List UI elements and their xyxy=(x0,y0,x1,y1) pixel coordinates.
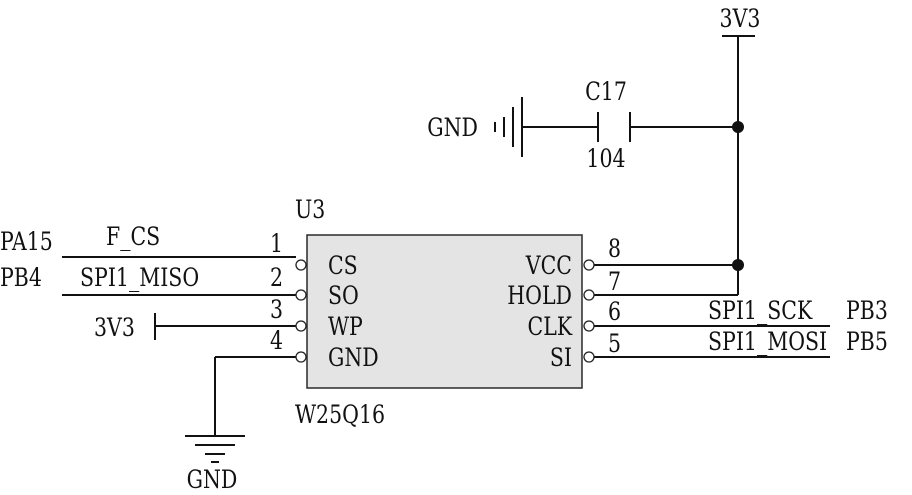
mosi-port-label: PB5 xyxy=(846,328,888,356)
pin3-dot xyxy=(295,320,307,332)
vcc-hold-junction xyxy=(732,259,744,271)
chip-part-number: W25Q16 xyxy=(295,401,385,429)
capacitor-ground-label: GND xyxy=(427,114,478,142)
pin5-name: SI xyxy=(550,344,572,372)
wp-power-label: 3V3 xyxy=(94,314,135,342)
miso-port-label: PB4 xyxy=(0,264,42,292)
pin8-name: VCC xyxy=(525,252,572,280)
pin1-name: CS xyxy=(328,252,358,280)
pin1-number: 1 xyxy=(270,230,283,258)
pin3-number: 3 xyxy=(270,296,283,324)
capacitor-value: 104 xyxy=(586,145,625,173)
pin8-dot xyxy=(583,259,595,271)
pin4-dot xyxy=(295,351,307,363)
pin8-number: 8 xyxy=(608,235,621,263)
sck-net-label: SPI1_SCK xyxy=(708,297,813,325)
capacitor-ref: C17 xyxy=(585,78,627,106)
pin4-number: 4 xyxy=(270,327,283,355)
pin6-number: 6 xyxy=(608,298,621,326)
pin6-name: CLK xyxy=(528,313,573,341)
pin1-dot xyxy=(295,259,307,271)
pin2-name: SO xyxy=(328,282,359,310)
pin4-name: GND xyxy=(328,344,379,372)
pin3-name: WP xyxy=(328,313,363,341)
pin5-dot xyxy=(583,351,595,363)
sck-port-label: PB3 xyxy=(846,297,888,325)
vcc-cap-junction xyxy=(732,121,744,133)
chip-ref: U3 xyxy=(295,196,325,224)
miso-net-label: SPI1_MISO xyxy=(80,264,199,292)
pin5-number: 5 xyxy=(608,330,621,358)
mosi-net-label: SPI1_MOSI xyxy=(708,328,827,356)
ground-label: GND xyxy=(187,466,238,494)
pin2-dot xyxy=(295,289,307,301)
cs-port-label: PA15 xyxy=(0,228,53,256)
pin6-dot xyxy=(583,320,595,332)
pin7-dot xyxy=(583,289,595,301)
capacitor-ground-symbol xyxy=(494,97,523,157)
pin7-name: HOLD xyxy=(507,282,572,310)
ground-symbol xyxy=(185,435,245,463)
cs-net-label: F_CS xyxy=(106,223,160,251)
pin2-number: 2 xyxy=(270,264,283,292)
chip-body xyxy=(306,234,583,389)
pin7-number: 7 xyxy=(608,268,621,296)
vcc-power-label: 3V3 xyxy=(720,5,761,33)
